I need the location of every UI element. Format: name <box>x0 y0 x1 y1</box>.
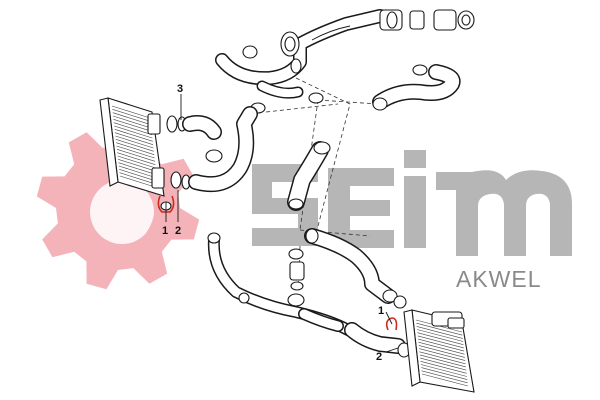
upper-right-hose <box>372 64 461 111</box>
gear-swoosh <box>75 160 104 242</box>
oring-highlight <box>385 317 398 331</box>
center-couplers <box>288 248 305 291</box>
cooler-fin <box>418 345 465 358</box>
cooler-fin <box>420 357 467 371</box>
gear-swoosh-lower <box>132 180 163 250</box>
cooler-fin <box>113 119 152 132</box>
cooler-fin <box>114 129 153 142</box>
cooler-fin <box>115 139 154 152</box>
right-intercooler <box>403 309 475 393</box>
letter-m <box>436 170 572 256</box>
cooler-fin <box>112 112 151 125</box>
cooler-fin <box>113 122 152 135</box>
cooler-fin <box>421 370 468 384</box>
letter-e <box>328 168 394 248</box>
top-couplers <box>379 9 475 31</box>
cooler-fin <box>417 332 464 345</box>
cooler-fin <box>111 105 151 119</box>
cooler-fin <box>419 354 466 368</box>
cooler-fin <box>118 165 157 179</box>
cooler-fin <box>118 159 157 172</box>
right-charge-pipe <box>304 228 407 309</box>
letter-i-dot <box>404 150 426 168</box>
cooler-fin <box>119 169 158 182</box>
cooler-fin <box>116 149 156 162</box>
brand-sub-text: AKWEL <box>456 266 542 292</box>
seim-letters-watermark <box>252 150 572 256</box>
cooler-fin <box>116 142 155 155</box>
cooler-fin <box>114 125 153 139</box>
cooler-fin <box>419 351 466 365</box>
upper-charge-pipe <box>215 9 387 99</box>
lower-return-pipe <box>207 232 354 336</box>
cooler-fin <box>416 322 463 336</box>
callout-number: 3 <box>177 83 183 95</box>
cooler-fin <box>420 364 467 377</box>
callout-number: 1 <box>162 225 168 237</box>
cooler-fin <box>119 172 158 185</box>
cooler-fin <box>419 348 466 361</box>
callout-number: 2 <box>376 351 382 363</box>
cooler-fin <box>416 326 463 339</box>
letter-i <box>404 176 426 248</box>
callout-number: 2 <box>175 225 181 237</box>
cooler-fin <box>420 361 467 374</box>
cooler-fin <box>417 329 464 342</box>
letter-s <box>252 164 318 246</box>
cooler-fin <box>116 145 155 159</box>
cooler-fin <box>418 341 465 355</box>
cooler-fin <box>117 155 156 169</box>
cooler-fin <box>115 135 154 149</box>
center-charge-pipe <box>287 141 331 211</box>
cooler-fin <box>417 335 464 349</box>
callout-number: 1 <box>378 305 384 317</box>
hose-clamp <box>308 92 324 104</box>
cooler-fin <box>418 338 465 352</box>
cooler-fin <box>421 367 468 380</box>
cooler-fin <box>118 162 157 175</box>
cooler-fin <box>114 132 154 145</box>
left-intercooler <box>99 97 165 197</box>
lower-right-hose <box>344 322 411 358</box>
cooler-fin <box>112 109 151 122</box>
cooler-fin <box>117 152 156 165</box>
left-hoses <box>182 106 258 193</box>
cooler-fin <box>421 373 469 387</box>
cooler-fin <box>113 115 152 129</box>
callout-leaders <box>165 94 399 353</box>
